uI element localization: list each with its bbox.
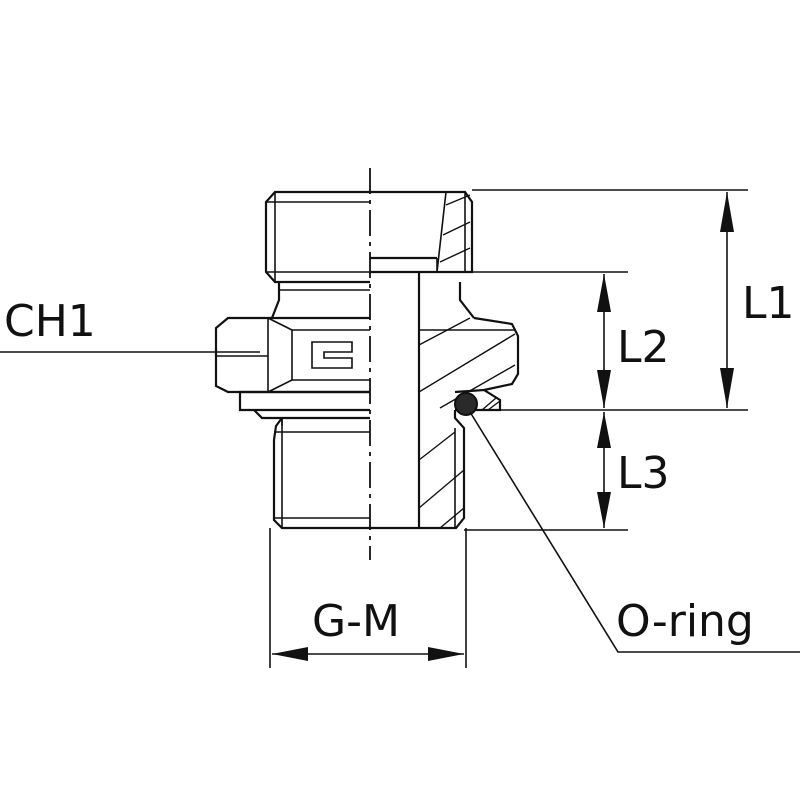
dimension-l2 (597, 274, 611, 408)
bore (370, 256, 438, 530)
dimension-gm (272, 647, 464, 661)
extension-lines (269, 189, 748, 668)
upper-neck (270, 282, 475, 319)
o-ring-label: O-ring (616, 596, 754, 647)
hex-body-left (214, 316, 370, 394)
logo-mark (311, 341, 353, 369)
o-ring-leader (469, 411, 800, 653)
ch1-label: CH1 (4, 296, 96, 347)
l2-label: L2 (617, 322, 670, 373)
o-ring-section (454, 392, 478, 416)
gm-label: G-M (312, 596, 400, 647)
hex-body-right (418, 316, 520, 409)
dimension-l1 (720, 192, 734, 408)
dimension-l3 (597, 412, 611, 528)
o-ring-seat (454, 388, 502, 416)
upper-thread-left (264, 190, 370, 284)
lower-thread-left (272, 417, 370, 530)
lower-thread-right (418, 410, 466, 530)
l1-label: L1 (742, 278, 795, 329)
l3-label: L3 (617, 448, 670, 499)
upper-thread-right (370, 190, 474, 274)
collar (238, 390, 370, 426)
